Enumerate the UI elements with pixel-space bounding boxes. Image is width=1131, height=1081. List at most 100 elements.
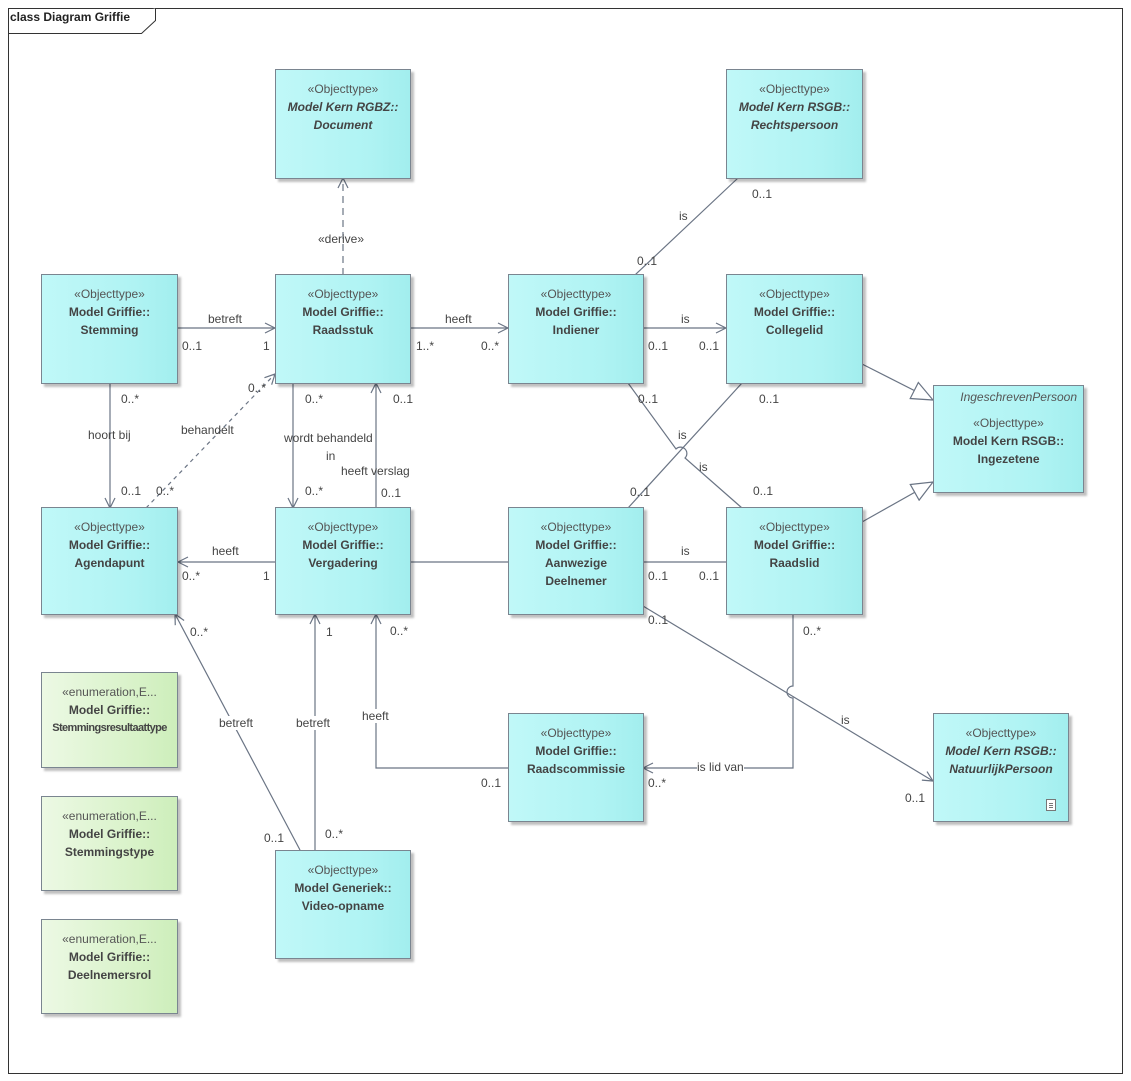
stereotype: «Objecttype» (307, 287, 379, 301)
edge-video-agendapunt (175, 614, 301, 851)
label-multiplicity: 0..1 (905, 791, 926, 805)
class-indiener[interactable]: «Objecttype» Model Griffie:: Indiener (508, 274, 644, 384)
class-name: Document (313, 118, 373, 132)
class-name: Stemmingsresultaattype (52, 722, 167, 734)
stereotype: «Objecttype» (759, 82, 830, 96)
label-association-name: heeft (212, 544, 239, 558)
class-name-package: Model Griffie:: (68, 950, 151, 964)
label-multiplicity: 0..1 (630, 485, 651, 499)
class-name: Agendapunt (74, 556, 145, 570)
class-name-package: Model Generiek:: (294, 881, 392, 895)
class-video-opname[interactable]: «Objecttype» Model Generiek:: Video-opna… (275, 850, 411, 959)
enum-stemmingstype[interactable]: «enumeration,E... Model Griffie:: Stemmi… (41, 796, 178, 891)
edge-agendapunt-raadsstuk (145, 374, 275, 509)
class-natuurlijkpersoon[interactable]: «Objecttype» Model Kern RSGB:: Natuurlij… (933, 713, 1069, 822)
stereotype: «enumeration,E... (62, 809, 157, 823)
label-multiplicity: 0..* (325, 827, 344, 841)
class-raadslid[interactable]: «Objecttype» Model Griffie:: Raadslid (726, 507, 863, 615)
label-multiplicity: 1 (326, 625, 333, 639)
diagram-title: class Diagram Griffie (10, 10, 131, 24)
class-document[interactable]: «Objecttype» Model Kern RGBZ:: Document (275, 69, 411, 179)
stereotype: «Objecttype» (540, 520, 612, 534)
class-name-package: Model Griffie:: (68, 538, 151, 552)
label-multiplicity: 0..* (121, 392, 140, 406)
label-multiplicity: 0..1 (648, 339, 669, 353)
class-ingezetene[interactable]: IngeschrevenPersoon «Objecttype» Model K… (933, 385, 1084, 493)
enum-stemmingsresultaattype[interactable]: «enumeration,E... Model Griffie:: Stemmi… (41, 672, 178, 768)
label-association-name: is (678, 428, 687, 442)
class-name: Indiener (552, 323, 600, 337)
label-multiplicity: 0..* (305, 392, 324, 406)
label-association-name: is (679, 209, 688, 223)
label-association-name: is (681, 312, 690, 326)
label-multiplicity: 0..1 (753, 484, 774, 498)
label-multiplicity: 0..* (248, 381, 267, 395)
label-multiplicity: 0..1 (638, 392, 659, 406)
label-association-name: wordt behandeld (284, 431, 373, 445)
class-name-package: Model Griffie:: (68, 827, 151, 841)
label-multiplicity: 0..1 (393, 392, 414, 406)
stereotype: «Objecttype» (540, 287, 612, 301)
class-raadsstuk[interactable]: «Objecttype» Model Griffie:: Raadsstuk (275, 274, 411, 384)
class-name: Video-opname (301, 899, 385, 913)
label-multiplicity: 0..* (305, 484, 324, 498)
label-multiplicity: 0..* (182, 569, 201, 583)
class-name: Raadslid (769, 556, 820, 570)
edge-aanwezige-natuurlijkpersoon (642, 605, 933, 781)
class-name-package: Model Griffie:: (302, 538, 384, 552)
label-association-name: is (841, 713, 850, 727)
class-name: Ingezetene (977, 452, 1040, 466)
class-name: NatuurlijkPersoon (949, 762, 1053, 776)
label-derive: «derive» (318, 232, 365, 246)
class-name: Rechtspersoon (750, 118, 839, 132)
stereotype: «Objecttype» (74, 287, 145, 301)
class-name-package: Model Kern RSGB:: (952, 434, 1065, 448)
class-name-package: Model Griffie:: (68, 703, 151, 717)
label-multiplicity: 0..1 (121, 484, 142, 498)
class-name: Aanwezige (544, 556, 607, 570)
label-multiplicity: 0..* (481, 339, 500, 353)
label-association-name: behandelt (181, 423, 234, 437)
note-icon (1046, 799, 1056, 811)
label-multiplicity: 0..1 (699, 339, 720, 353)
label-association-name: betreft (296, 716, 331, 730)
class-name: Stemmingstype (64, 845, 155, 859)
class-name: Deelnemersrol (67, 968, 152, 982)
edge-raadscommissie-vergadering (376, 614, 508, 769)
class-name-package: Model Griffie:: (68, 305, 151, 319)
class-agendapunt[interactable]: «Objecttype» Model Griffie:: Agendapunt (41, 507, 178, 615)
enum-deelnemersrol[interactable]: «enumeration,E... Model Griffie:: Deelne… (41, 919, 178, 1014)
class-stemming[interactable]: «Objecttype» Model Griffie:: Stemming (41, 274, 178, 384)
class-aanwezige-deelnemer[interactable]: «Objecttype» Model Griffie:: Aanwezige D… (508, 507, 644, 615)
class-name: Stemming (80, 323, 139, 337)
class-name: Vergadering (308, 556, 378, 570)
label-association-name: is (699, 460, 708, 474)
stereotype: «Objecttype» (759, 520, 830, 534)
label-multiplicity: 0..1 (752, 187, 773, 201)
class-name-package: Model Griffie:: (535, 538, 617, 552)
class-name-package: Model Kern RSGB:: (738, 100, 851, 114)
class-name: Raadsstuk (312, 323, 374, 337)
label-multiplicity: 0..* (156, 484, 175, 498)
class-name-package: Model Kern RGBZ:: (287, 100, 399, 114)
class-vergadering[interactable]: «Objecttype» Model Griffie:: Vergadering (275, 507, 411, 615)
label-multiplicity: 0..1 (648, 613, 669, 627)
class-raadscommissie[interactable]: «Objecttype» Model Griffie:: Raadscommis… (508, 713, 644, 822)
label-multiplicity: 0..* (648, 776, 667, 790)
stereotype: «Objecttype» (759, 287, 830, 301)
class-name-package: Model Griffie:: (753, 538, 836, 552)
class-rechtspersoon[interactable]: «Objecttype» Model Kern RSGB:: Rechtsper… (726, 69, 863, 179)
class-name: Raadscommissie (526, 762, 626, 776)
parent-class-name: IngeschrevenPersoon (960, 390, 1077, 404)
stereotype: «Objecttype» (74, 520, 145, 534)
label-association-name: hoort bij (88, 428, 131, 442)
label-multiplicity: 0..1 (759, 392, 780, 406)
stereotype: «Objecttype» (973, 416, 1044, 430)
class-collegelid[interactable]: «Objecttype» Model Griffie:: Collegelid (726, 274, 863, 384)
label-multiplicity: 1 (263, 569, 270, 583)
label-association-name: betreft (219, 716, 254, 730)
stereotype: «Objecttype» (540, 726, 612, 740)
label-multiplicity: 1 (263, 339, 270, 353)
class-name-package: Model Griffie:: (302, 305, 384, 319)
